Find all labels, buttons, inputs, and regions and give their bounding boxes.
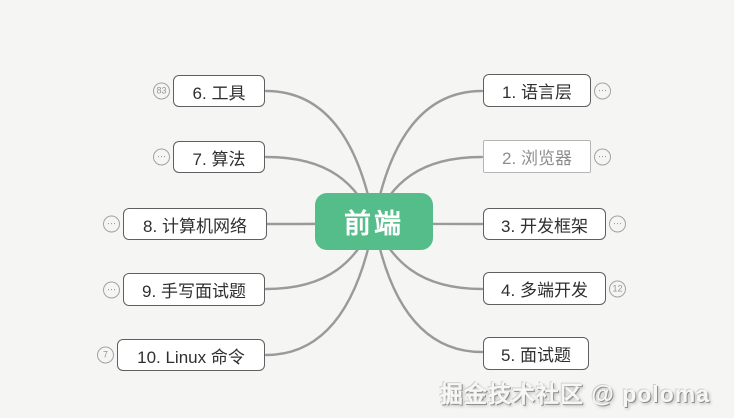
watermark-text: 掘金技术社区 @ poloma — [440, 381, 710, 407]
node-label: 1. 语言层 — [502, 83, 572, 102]
node-label: 8. 计算机网络 — [143, 216, 247, 236]
collapsed-count-badge[interactable]: 12 — [609, 280, 626, 297]
node-label: 10. Linux 命令 — [137, 347, 245, 367]
node-label: 5. 面试题 — [501, 346, 571, 365]
node-label: 2. 浏览器 — [502, 149, 572, 168]
mindmap-node-multi-platform[interactable]: 4. 多端开发 12 — [483, 272, 626, 305]
mindmap-node-algorithms[interactable]: 7. 算法 ⋯ — [153, 141, 265, 173]
mindmap-node-linux-commands[interactable]: 10. Linux 命令 7 — [97, 339, 265, 371]
node-label: 9. 手写面试题 — [142, 282, 246, 301]
collapsed-count-badge[interactable]: 83 — [153, 82, 170, 100]
collapsed-more-badge[interactable]: ⋯ — [103, 215, 120, 233]
collapsed-count-badge[interactable]: 7 — [97, 346, 114, 364]
mindmap-node-interview-questions[interactable]: 5. 面试题 — [483, 337, 589, 370]
mindmap-node-browser[interactable]: 2. 浏览器 ⋯ — [483, 140, 611, 173]
mindmap-node-frontend-root[interactable]: 前端 — [315, 193, 433, 250]
mindmap-node-language-layer[interactable]: 1. 语言层 ⋯ — [483, 74, 611, 107]
collapsed-more-badge[interactable]: ⋯ — [103, 281, 120, 298]
collapsed-more-badge[interactable]: ⋯ — [594, 148, 611, 165]
collapsed-more-badge[interactable]: ⋯ — [153, 148, 170, 166]
collapsed-more-badge[interactable]: ⋯ — [594, 82, 611, 99]
node-label: 3. 开发框架 — [501, 216, 588, 236]
mindmap-node-tools[interactable]: 6. 工具 83 — [153, 75, 265, 107]
mindmap-node-dev-frameworks[interactable]: 3. 开发框架 ⋯ — [483, 208, 626, 240]
mindmap-node-handwritten-interview[interactable]: 9. 手写面试题 ⋯ — [103, 273, 265, 306]
node-label: 7. 算法 — [192, 149, 246, 169]
node-label: 6. 工具 — [192, 83, 246, 103]
mindmap-node-computer-network[interactable]: 8. 计算机网络 ⋯ — [103, 208, 267, 240]
collapsed-more-badge[interactable]: ⋯ — [609, 215, 626, 233]
node-label: 4. 多端开发 — [501, 281, 588, 300]
root-label: 前端 — [344, 209, 404, 239]
